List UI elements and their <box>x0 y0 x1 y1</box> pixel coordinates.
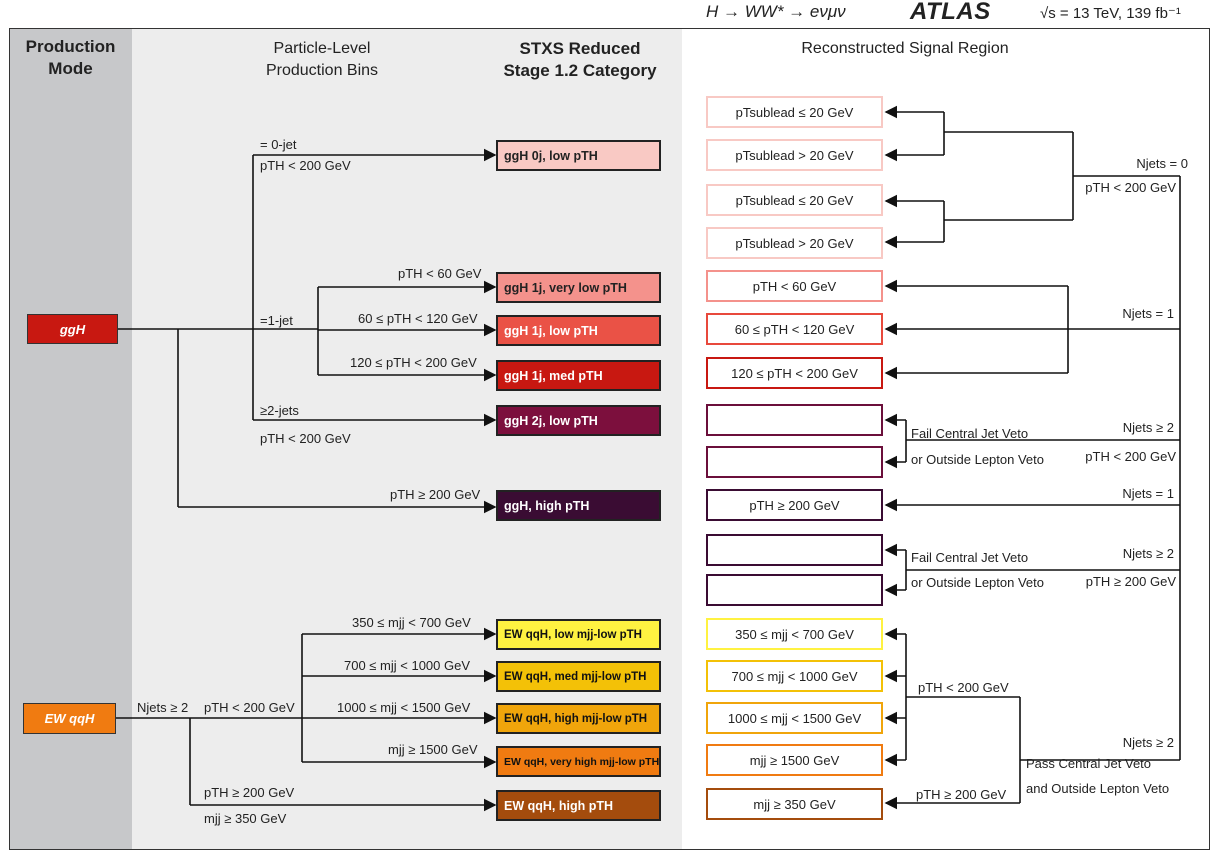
reco-region-box: 350 ≤ mjj < 700 GeV <box>706 618 883 650</box>
reco-region-box: pTsublead > 20 GeV <box>706 139 883 171</box>
diagram-frame <box>9 28 1210 850</box>
stxs-category-box: ggH 1j, low pTH <box>496 315 661 346</box>
sel-njets0: Njets = 0 <box>1136 156 1188 171</box>
bin-one-jet-mid: 60 ≤ pTH < 120 GeV <box>358 311 478 326</box>
reco-region-box: 60 ≤ pTH < 120 GeV <box>706 313 883 345</box>
header-production-mode: Production Mode <box>25 37 116 78</box>
stxs-category-box: ggH, high pTH <box>496 490 661 521</box>
sel-njets2: Njets ≥ 2 <box>1122 420 1174 435</box>
reco-region-box: mjj ≥ 1500 GeV <box>706 744 883 776</box>
stxs-category-box: ggH 2j, low pTH <box>496 405 661 436</box>
header-particle-bins: Particle-Level Production Bins <box>265 40 379 79</box>
atlas-logo: ATLAS <box>910 0 991 25</box>
sel-pass-cjv: Pass Central Jet Veto <box>1026 756 1152 771</box>
bin-vbf-mjj-2: 700 ≤ mjj < 1000 GeV <box>344 658 471 673</box>
energy-label: √s = 13 TeV, 139 fb⁻¹ <box>1040 5 1181 22</box>
bin-one-jet: =1-jet <box>260 313 293 328</box>
production-mode-ggh: ggH <box>27 314 118 344</box>
sel-njets1: Njets = 1 <box>1122 306 1174 321</box>
reco-region-box: pTH < 60 GeV <box>706 270 883 302</box>
stxs-category-box: EW qqH, high mjj-low pTH <box>496 703 661 734</box>
bin-vbf-njets: Njets ≥ 2 <box>137 700 189 715</box>
bin-vbf-mjj-1: 350 ≤ mjj < 700 GeV <box>352 615 471 630</box>
sel-njets0-pt: pTH < 200 GeV <box>1085 180 1176 195</box>
reco-region-box: pTsublead > 20 GeV <box>706 227 883 259</box>
reco-region-box: 700 ≤ mjj < 1000 GeV <box>706 660 883 692</box>
sel-vbf-njets: Njets ≥ 2 <box>1122 735 1174 750</box>
stxs-category-box: EW qqH, very high mjj-low pTH <box>496 746 661 777</box>
bin-two-jet: ≥2-jets <box>260 403 299 418</box>
bin-one-jet-high: 120 ≤ pTH < 200 GeV <box>350 355 477 370</box>
header-reco: Reconstructed Signal Region <box>801 40 1009 57</box>
bin-vbf-mjj-3: 1000 ≤ mjj < 1500 GeV <box>337 700 471 715</box>
sel-outside-olv-2: or Outside Lepton Veto <box>911 575 1044 590</box>
bin-two-jet-pt: pTH < 200 GeV <box>260 431 351 446</box>
reco-region-box: mjj ≥ 350 GeV <box>706 788 883 820</box>
reco-region-box <box>706 534 883 566</box>
bin-high-pt: pTH ≥ 200 GeV <box>390 487 481 502</box>
bin-zero-jet: = 0-jet <box>260 137 297 152</box>
sel-njets2-high: Njets ≥ 2 <box>1122 546 1174 561</box>
reco-region-box: 1000 ≤ mjj < 1500 GeV <box>706 702 883 734</box>
bin-zero-jet-pt: pTH < 200 GeV <box>260 158 351 173</box>
bin-vbf-mjj-4: mjj ≥ 1500 GeV <box>388 742 478 757</box>
sel-njets2-high-pt: pTH ≥ 200 GeV <box>1085 574 1176 589</box>
sel-vbf-pt-low: pTH < 200 GeV <box>918 680 1009 695</box>
bin-one-jet-low: pTH < 60 GeV <box>398 266 482 281</box>
reco-region-box: pTsublead ≤ 20 GeV <box>706 184 883 216</box>
sel-fail-cjv-2: Fail Central Jet Veto <box>911 550 1029 565</box>
stxs-category-box: EW qqH, med mjj-low pTH <box>496 661 661 692</box>
reco-region-box: 120 ≤ pTH < 200 GeV <box>706 357 883 389</box>
header-stxs: STXS Reduced Stage 1.2 Category <box>503 39 657 80</box>
stxs-category-box: ggH 1j, very low pTH <box>496 272 661 303</box>
sel-njets1-high: Njets = 1 <box>1122 486 1174 501</box>
reco-region-box: pTsublead ≤ 20 GeV <box>706 96 883 128</box>
reco-region-box <box>706 446 883 478</box>
sel-njets2-pt: pTH < 200 GeV <box>1085 449 1176 464</box>
process-title: H → WW* → eνμν <box>706 2 846 21</box>
stxs-category-box: EW qqH, high pTH <box>496 790 661 821</box>
bin-vbf-pt-high: pTH ≥ 200 GeV <box>204 785 295 800</box>
stxs-category-box: ggH 0j, low pTH <box>496 140 661 171</box>
stxs-category-box: ggH 1j, med pTH <box>496 360 661 391</box>
bin-vbf-pt-low: pTH < 200 GeV <box>204 700 295 715</box>
sel-and-olv: and Outside Lepton Veto <box>1026 781 1170 796</box>
sel-outside-olv: or Outside Lepton Veto <box>911 452 1044 467</box>
reco-region-box <box>706 404 883 436</box>
stxs-category-box: EW qqH, low mjj-low pTH <box>496 619 661 650</box>
production-mode-ewqqh: EW qqH <box>23 703 116 734</box>
reco-region-box: pTH ≥ 200 GeV <box>706 489 883 521</box>
bin-vbf-mjj-min: mjj ≥ 350 GeV <box>204 811 287 826</box>
sel-fail-cjv: Fail Central Jet Veto <box>911 426 1029 441</box>
reco-region-box <box>706 574 883 606</box>
sel-vbf-pt-high: pTH ≥ 200 GeV <box>916 787 1007 802</box>
